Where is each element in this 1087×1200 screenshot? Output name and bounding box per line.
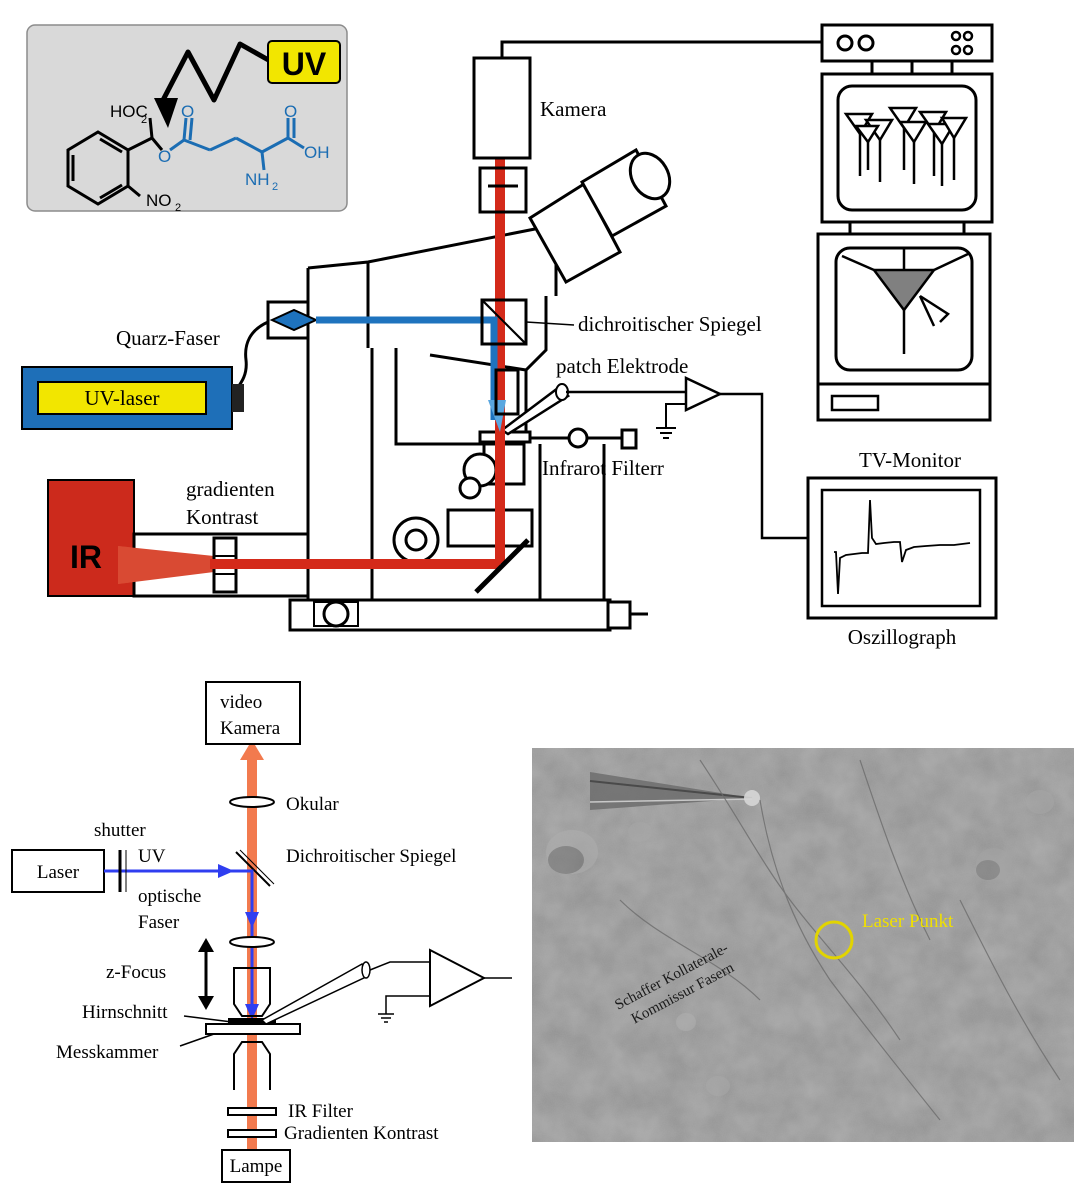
uv-laser-label-plate bbox=[37, 381, 207, 415]
bond bbox=[148, 117, 154, 139]
quartz-fiber-label: Quarz-Faser bbox=[116, 326, 220, 350]
bond bbox=[150, 137, 164, 151]
camera-body bbox=[472, 56, 532, 160]
cell-bodies bbox=[546, 790, 1054, 1096]
brain-slice bbox=[228, 1018, 276, 1026]
gradient-contrast-plate bbox=[227, 1129, 277, 1138]
laser-point-circle bbox=[814, 920, 854, 960]
amplifier-cable bbox=[720, 392, 808, 540]
stage-assembly bbox=[392, 430, 534, 564]
carbonyl-oxygen-label: O bbox=[181, 102, 194, 121]
uv-focus-cone bbox=[488, 400, 506, 432]
monitor-stack: TV-Monitor Oszillograph bbox=[806, 23, 998, 649]
hoc-subscript: 2 bbox=[141, 114, 147, 126]
chamber-label: Messkammer bbox=[56, 1042, 159, 1063]
optical-fiber-label-1: optische bbox=[138, 886, 201, 907]
neuron-zoom-icon bbox=[841, 248, 969, 354]
brain-slice-label: Hirnschnitt bbox=[82, 1002, 168, 1023]
video-camera-label-1: video bbox=[220, 692, 262, 713]
nitro-label: NO bbox=[146, 191, 172, 210]
micromanipulator-block bbox=[620, 428, 638, 450]
glutamate-moiety bbox=[169, 117, 305, 171]
hydroxyl-label: OH bbox=[304, 143, 330, 162]
camera-label: Kamera bbox=[540, 97, 607, 121]
ir-mirror bbox=[474, 538, 530, 594]
uv-laser-label: UV-laser bbox=[84, 386, 159, 410]
gradient-contrast-schematic-label: Gradienten Kontrast bbox=[284, 1123, 439, 1144]
uv-beam bbox=[316, 316, 498, 420]
dichroic-mirror-schematic-label: Dichroitischer Spiegel bbox=[286, 846, 456, 867]
amplifier-symbol bbox=[684, 376, 723, 412]
video-control-unit bbox=[820, 23, 994, 63]
condenser-schematic bbox=[233, 1041, 271, 1090]
dichroic-mirror-label: dichroitischer Spiegel bbox=[578, 312, 762, 336]
ring-double-bond bbox=[99, 137, 123, 154]
gradient-contrast-label-1: gradienten bbox=[186, 477, 275, 501]
amine-label: NH bbox=[245, 170, 270, 189]
micromanipulator-knob bbox=[567, 427, 589, 449]
uv-beam-arrow-down bbox=[245, 912, 259, 928]
uv-beam-arrow-right bbox=[218, 864, 234, 878]
ir-filter-plate bbox=[227, 1107, 277, 1116]
optical-schematic: video Kamera Okular Dichroitischer Spieg… bbox=[11, 681, 512, 1183]
video-camera-box bbox=[205, 681, 301, 745]
microscope-arm bbox=[370, 296, 548, 600]
dichroic-mirror-line bbox=[235, 851, 271, 887]
hoc-label: HOC bbox=[110, 102, 148, 121]
amplifier-schematic bbox=[429, 948, 487, 1008]
collateral-fibers bbox=[619, 759, 1061, 1121]
patch-electrode-label: patch Elektrode bbox=[556, 354, 688, 378]
focus-lens bbox=[229, 936, 275, 948]
uv-light-arrowhead bbox=[154, 98, 178, 128]
objective-schematic bbox=[233, 967, 271, 1017]
camera-cable bbox=[500, 40, 822, 58]
uv-laser-output bbox=[232, 384, 244, 412]
lamp-label: Lampe bbox=[230, 1156, 283, 1177]
neuron-icons bbox=[843, 106, 969, 186]
dic-micrograph: Laser Punkt Schaffer Kollaterale- Kommis… bbox=[532, 748, 1074, 1142]
uv-badge bbox=[267, 40, 341, 84]
gradient-contrast-label-2: Kontrast bbox=[186, 505, 258, 529]
imaging-beam-arrow bbox=[240, 740, 264, 760]
ir-filter-label: Infrarot Filterr bbox=[542, 456, 664, 480]
ocular-lens bbox=[229, 796, 275, 808]
bond bbox=[127, 136, 153, 152]
nitro-subscript: 2 bbox=[175, 202, 181, 214]
microscope-setup: Kamera dichroitischer Spiegel Quarz-Fase… bbox=[21, 40, 822, 632]
z-focus-label: z-Focus bbox=[106, 962, 166, 983]
oscillograph-label: Oszillograph bbox=[848, 625, 957, 649]
laser-label: Laser bbox=[37, 862, 80, 883]
tv-monitor-label: TV-Monitor bbox=[859, 448, 961, 472]
oscillograph-trace bbox=[834, 499, 971, 595]
ocular-label: Okular bbox=[286, 794, 339, 815]
laser-point-label: Laser Punkt bbox=[862, 911, 954, 932]
amine-subscript: 2 bbox=[272, 181, 278, 193]
acid-oxygen-label: O bbox=[284, 102, 297, 121]
bond bbox=[127, 184, 141, 198]
uv-badge-text: UV bbox=[282, 46, 327, 82]
ir-laser-label: IR bbox=[70, 539, 102, 575]
video-camera-label-2: Kamera bbox=[220, 718, 281, 739]
patch-pipette-schematic bbox=[260, 962, 370, 1025]
uv-schematic-label: UV bbox=[138, 846, 166, 867]
ir-filter-schematic-label: IR Filter bbox=[288, 1101, 354, 1122]
lamp-box bbox=[221, 1149, 291, 1183]
uv-light-path bbox=[159, 41, 274, 104]
shutter-label: shutter bbox=[94, 820, 146, 841]
laser-box bbox=[11, 849, 105, 893]
ester-oxygen-label: O bbox=[158, 147, 171, 166]
optical-fiber-label-2: Faser bbox=[138, 912, 180, 933]
eyepiece bbox=[527, 147, 672, 285]
ring-double-bond bbox=[99, 183, 123, 200]
molecule-panel: UV HOC 2 O NO 2 O O OH bbox=[26, 24, 348, 214]
recording-chamber bbox=[205, 1023, 301, 1035]
